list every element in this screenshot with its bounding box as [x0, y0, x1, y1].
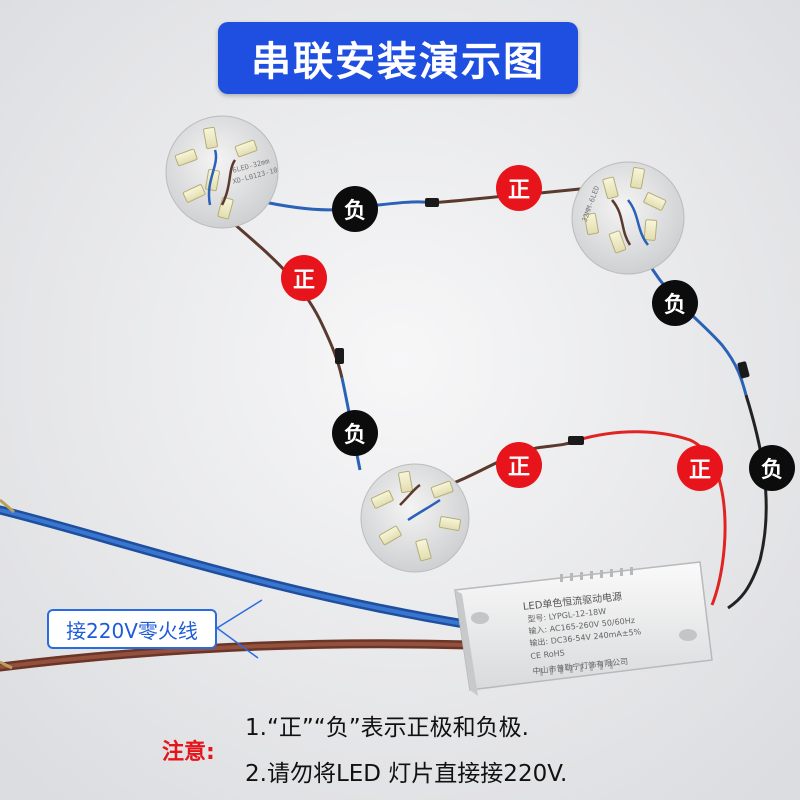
mounting-hole — [679, 629, 697, 641]
led-board-1 — [165, 115, 279, 229]
title-banner: 串联安装演示图 — [218, 22, 578, 94]
mains-wire-label: 接220V零火线 — [47, 609, 217, 649]
led-chip — [378, 525, 402, 546]
positive-badge-text: 正 — [292, 268, 315, 293]
led-driver-box — [454, 561, 713, 696]
led-chip — [203, 126, 218, 149]
label-pointer-line — [216, 599, 263, 629]
wire-splice — [335, 348, 344, 364]
led-chip — [430, 480, 454, 499]
led-chip — [643, 192, 667, 211]
note-label: 注意: — [162, 740, 215, 765]
negative-badge-text: 负 — [760, 458, 783, 483]
led-chip — [234, 139, 258, 158]
led-chip — [174, 148, 198, 167]
wire-driver-negative — [727, 394, 768, 610]
led-chip — [630, 167, 645, 190]
led-board-2 — [571, 161, 685, 275]
positive-badge: 正 — [677, 445, 723, 491]
negative-badge-text: 负 — [343, 423, 366, 448]
led-chip — [398, 470, 413, 493]
led-chip — [584, 212, 599, 235]
negative-badge: 负 — [332, 410, 378, 456]
positive-badge: 正 — [496, 442, 542, 488]
led-chip — [438, 516, 461, 531]
led-chip — [643, 219, 658, 241]
mains-wire-label-text: 接220V零火线 — [66, 618, 198, 643]
led-chip — [370, 490, 394, 509]
note-line-1: 1.“正”“负”表示正极和负极. — [245, 715, 529, 741]
wire-splice — [737, 361, 750, 379]
negative-badge: 负 — [652, 280, 698, 326]
positive-badge-text: 正 — [507, 178, 530, 203]
mounting-hole — [471, 612, 489, 624]
mains-brown-wire-highlight — [0, 641, 471, 669]
led-board-3 — [360, 463, 470, 573]
note-line-2: 2.请勿将LED 灯片直接接220V. — [245, 761, 568, 787]
led-chip — [415, 538, 432, 562]
positive-badge-text: 正 — [688, 458, 711, 483]
wire-splice — [425, 198, 439, 207]
wire-splice — [568, 436, 584, 445]
positive-badge: 正 — [496, 165, 542, 211]
mains-blue-wire-highlight — [0, 508, 471, 627]
negative-badge: 负 — [749, 445, 795, 491]
led-chip — [608, 230, 627, 254]
positive-badge-text: 正 — [507, 455, 530, 480]
label-pointer-line — [216, 627, 259, 659]
positive-badge: 正 — [281, 255, 327, 301]
led-chip — [602, 176, 619, 200]
page-title: 串联安装演示图 — [251, 39, 545, 85]
led-chip — [182, 184, 206, 203]
negative-badge: 负 — [332, 186, 378, 232]
wire-tip-copper — [0, 660, 13, 670]
negative-badge-text: 负 — [663, 293, 686, 318]
wire-tip-copper — [0, 498, 15, 514]
negative-badge-text: 负 — [343, 199, 366, 224]
